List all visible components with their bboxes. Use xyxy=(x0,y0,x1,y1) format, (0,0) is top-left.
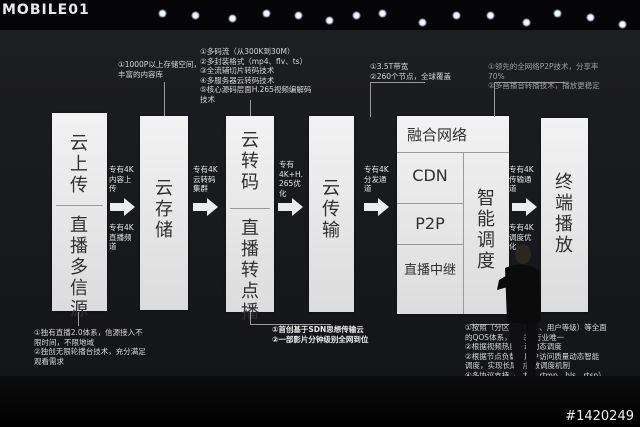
note-network: ①3.5T带宽 ②260个节点，全球覆盖 xyxy=(370,62,452,81)
terminal-label: 终端播放 xyxy=(555,172,573,256)
transfer-label: 云传输 xyxy=(322,178,340,241)
box-terminal: 终端播放 xyxy=(541,118,588,312)
stage-light xyxy=(486,11,495,20)
box-upload: 云上传 直播多信源 xyxy=(52,113,107,320)
stage-light xyxy=(158,9,167,18)
stage-light xyxy=(228,14,237,23)
box-network: 融合网络 CDN P2P 直播中继 智能调度 xyxy=(397,116,509,314)
arrow-label-upload: 专有4K 内容上 传 xyxy=(109,165,134,193)
note-terminal: ①领先的全网络P2P技术，分享率 70% ②多画播音转播技术，播放更稳定 xyxy=(488,62,600,90)
arrow-label-transfer: 专有4K 传输通 道 xyxy=(509,165,534,193)
arrow-label-distribution: 专有4K 分发通 道 xyxy=(364,165,389,193)
divider xyxy=(230,208,270,209)
stage-light xyxy=(191,11,200,20)
arrow-sub-label-live: 专有4K 直播频 道 xyxy=(109,223,134,251)
storage-label: 云存储 xyxy=(155,178,173,241)
arrow-sub-label-schedule: 专有4K 调度优 化 xyxy=(509,223,534,251)
stage-light xyxy=(618,20,627,29)
arrow-right-icon xyxy=(512,198,537,216)
note-transcode: ①多码流（从300K到30M） ②多封装格式（mp4、flv、ts） ③全流辅切… xyxy=(200,47,312,104)
stage-light xyxy=(352,11,361,20)
photo-id-label: #1420249 xyxy=(565,409,634,424)
box-transcode: 云转码 直播转点播 xyxy=(226,116,274,323)
bracket-line xyxy=(250,312,331,325)
upload-bottom-label: 直播多信源 xyxy=(70,215,88,320)
network-item-cdn: CDN xyxy=(412,166,448,185)
stage-light xyxy=(294,11,303,20)
divider xyxy=(397,244,463,245)
arrow-right-icon xyxy=(278,198,303,216)
note-upload: ①独有直播2.0体系，信源接入不 限时间，不限地域 ②独创无限轮播台技术，充分满… xyxy=(34,328,146,366)
stage-floor xyxy=(0,376,640,427)
bracket-line xyxy=(250,100,251,116)
arrow-right-icon xyxy=(364,198,389,216)
stage-light xyxy=(452,11,461,20)
arrow-right-icon xyxy=(110,198,135,216)
network-side-label: 智能调度 xyxy=(477,188,495,272)
arrow-label-transcode: 专有4K 云转码 集群 xyxy=(193,165,218,193)
divider xyxy=(56,205,103,206)
box-transfer: 云传输 xyxy=(309,116,354,312)
transcode-top-label: 云转码 xyxy=(241,130,259,193)
note-storage: ①1000P以上存储空间， 丰富的内容库 xyxy=(118,60,201,79)
stage-light xyxy=(325,16,334,25)
bracket-line xyxy=(494,82,565,117)
box-storage: 云存储 xyxy=(140,116,188,310)
transcode-bottom-label: 直播转点播 xyxy=(241,218,259,323)
bracket-line xyxy=(78,312,79,326)
stage-light xyxy=(553,9,562,18)
bracket-line xyxy=(370,82,425,117)
stage-light xyxy=(522,18,531,27)
divider xyxy=(397,203,463,204)
divider xyxy=(463,152,464,314)
stage-lights xyxy=(0,0,640,40)
network-item-p2p: P2P xyxy=(415,214,445,233)
stage-light xyxy=(586,13,595,22)
arrow-right-icon xyxy=(193,198,218,216)
note-transfer: ①首创基于SDN思想传输云 ②一部影片分钟级别全网到位 xyxy=(272,325,369,344)
bracket-line xyxy=(164,82,165,116)
watermark-logo: MOBILE01 xyxy=(2,2,90,18)
stage-light xyxy=(262,9,271,18)
network-header: 融合网络 xyxy=(406,126,467,144)
divider xyxy=(397,152,509,153)
speaker-figure xyxy=(497,244,541,378)
stage-light xyxy=(418,18,427,27)
stage-light xyxy=(378,9,387,18)
arrow-label-h265: 专有 4K+H. 265优 化 xyxy=(279,160,303,198)
network-item-relay: 直播中继 xyxy=(403,263,456,278)
upload-top-label: 云上传 xyxy=(70,133,88,196)
